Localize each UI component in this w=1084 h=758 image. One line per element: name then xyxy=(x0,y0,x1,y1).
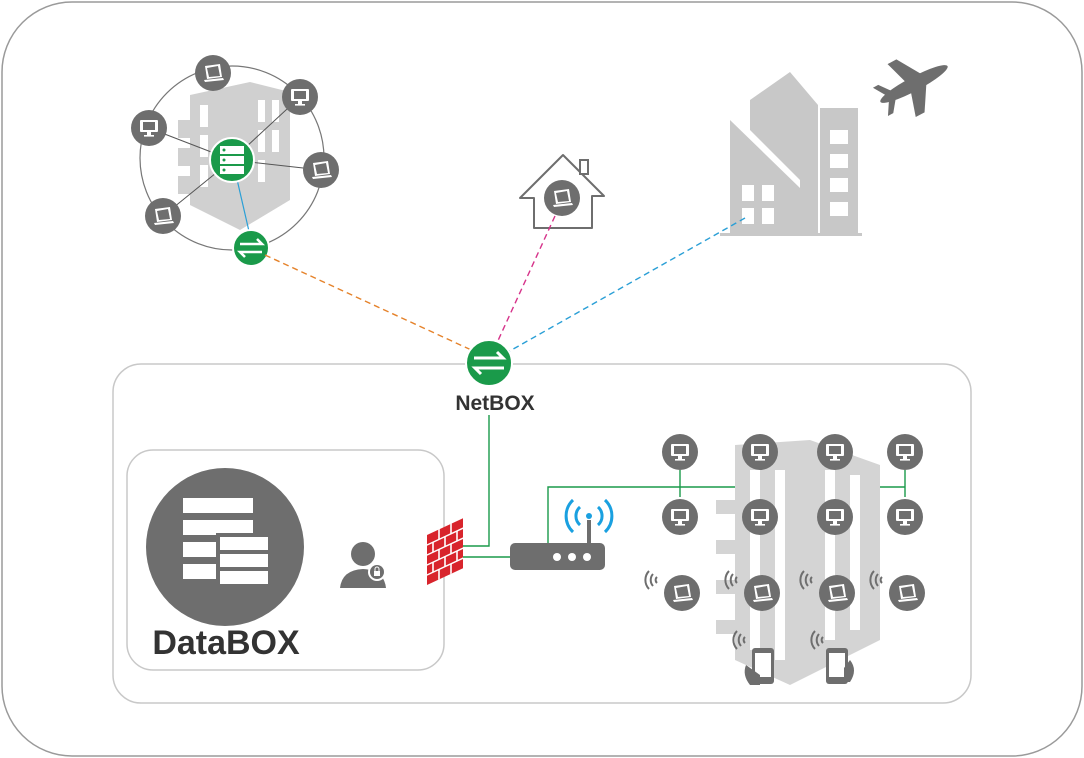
monitor-icon xyxy=(282,79,318,115)
laptop-icon xyxy=(303,152,339,188)
monitor-icon xyxy=(742,434,778,470)
laptop-icon xyxy=(145,198,181,234)
office-buildings-icon xyxy=(720,72,862,236)
switch-icon xyxy=(232,229,270,267)
laptop-icon xyxy=(195,55,231,91)
database-server-icon xyxy=(146,468,304,626)
wifi-icon xyxy=(564,498,614,534)
monitor-icon xyxy=(742,499,778,535)
firewall-icon xyxy=(427,518,463,585)
monitor-icon xyxy=(662,499,698,535)
monitor-icon xyxy=(887,434,923,470)
lan-frame xyxy=(112,363,972,704)
router-icon xyxy=(510,520,605,570)
user-lock-icon xyxy=(340,542,386,588)
laptop-icon xyxy=(664,575,700,611)
airplane-icon xyxy=(872,59,948,118)
laptop-icon xyxy=(544,180,580,216)
phone-icon xyxy=(732,630,774,685)
netbox-switch-icon xyxy=(465,339,513,387)
monitor-icon xyxy=(817,499,853,535)
monitor-icon xyxy=(131,110,167,146)
laptop-icon xyxy=(744,575,780,611)
link-office xyxy=(507,217,746,353)
link-home xyxy=(495,215,556,346)
home-icon xyxy=(519,154,605,229)
monitor-icon xyxy=(887,499,923,535)
netbox-label: NetBOX xyxy=(455,392,534,415)
lan-building-icon xyxy=(716,440,880,685)
laptop-icon xyxy=(819,575,855,611)
laptop-icon xyxy=(889,575,925,611)
monitor-icon xyxy=(817,434,853,470)
databox-label: DataBOX xyxy=(152,624,300,662)
server-icon xyxy=(209,137,255,183)
monitor-icon xyxy=(662,434,698,470)
phone-icon xyxy=(810,630,854,684)
remote-datacenter xyxy=(131,55,339,267)
